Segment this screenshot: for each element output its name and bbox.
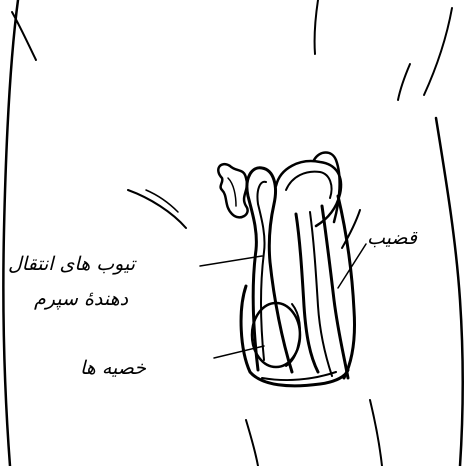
right-crease-line <box>398 64 410 100</box>
seminal-vesicle-inner <box>228 178 236 206</box>
penis-shaft-left <box>296 214 318 372</box>
right-hip-line <box>315 0 318 54</box>
vas-deferens-label-line1: تیوب های انتقال <box>8 255 135 274</box>
seminal-vesicle <box>218 164 247 217</box>
vas-deferens-loop-inner <box>257 182 266 360</box>
right-abdomen-line <box>424 8 452 95</box>
right-thigh-line <box>370 400 382 466</box>
penis-label: قضیب <box>367 229 417 248</box>
left-body-outline <box>3 0 18 466</box>
testes-label: خصیه ها <box>80 359 146 378</box>
vas-deferens-leader-line <box>200 256 262 266</box>
vas-deferens-label-line2: دهندهٔ سپرم <box>34 290 128 309</box>
right-body-outline <box>436 118 463 466</box>
penis-outer-right <box>338 196 355 378</box>
scrotum-bottom <box>262 372 336 380</box>
vas-deferens-loop <box>247 168 292 372</box>
bladder-inner <box>286 172 332 198</box>
left-hip-line <box>12 12 36 60</box>
urethra-line <box>310 212 332 376</box>
left-thigh-line <box>246 420 258 466</box>
